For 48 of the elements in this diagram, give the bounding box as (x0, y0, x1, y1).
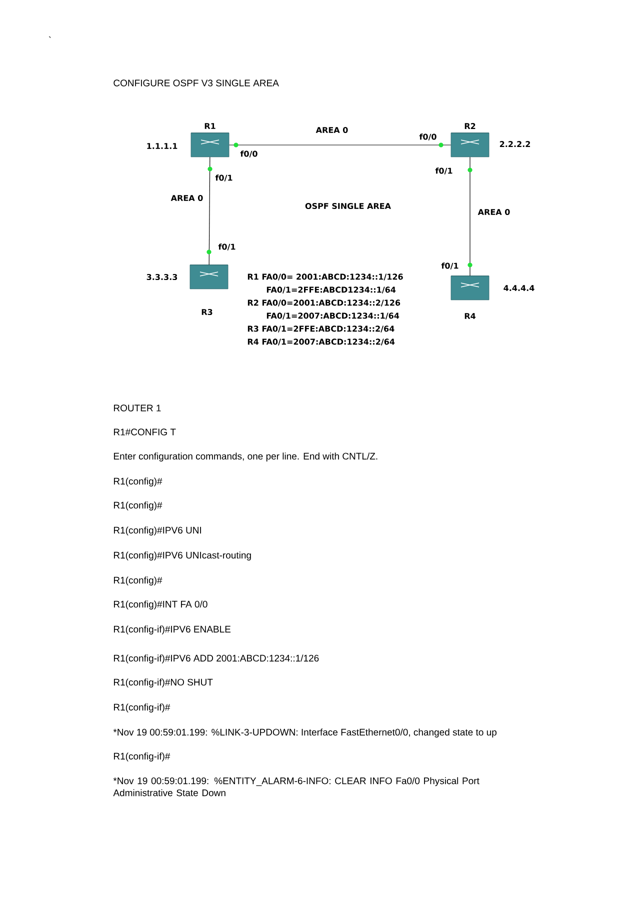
command-line: R1(config)#IPV6 UNI (114, 526, 201, 536)
router-label: R4 (464, 313, 476, 319)
command-line: R1(config-if)#IPV6 ADD 2001:ABCD:1234::1/126 (114, 654, 319, 664)
link-line (208, 156, 210, 265)
router-icon (450, 132, 490, 158)
command-line: R1(config)# (114, 576, 162, 586)
command-line: *Nov 19 00:59:01.199: %ENTITY_ALARM-6-INFO: CLEAR INFO Fa0/0 Physical Port Administrative State Down (113, 777, 480, 796)
edge-label: AREA 0 (316, 126, 348, 134)
command-line: R1(config-if)# (114, 752, 170, 762)
router-label: R3 (202, 308, 212, 316)
address-line: R1 FA0/0= 2001:ABCD:1234::1/126 (248, 274, 403, 280)
address-line: R2 FA0/0=2001:ABCD:1234::2/126 (248, 300, 400, 306)
router-label: 4.4.4.4 (504, 285, 534, 291)
address-line: FA0/1=2FFE:ABCD1234::1/64 (266, 286, 396, 294)
port-label: f0/1 (441, 262, 458, 270)
router-label: 2.2.2.2 (500, 141, 530, 147)
router-icon (190, 132, 230, 158)
link-line (228, 144, 452, 146)
edge-label: AREA 0 (478, 208, 510, 216)
address-line: FA0/1=2007:ABCD:1234::1/64 (266, 312, 400, 320)
diagram-label: OSPF SINGLE AREA (305, 202, 391, 210)
command-line: R1(config-if)#NO SHUT (114, 678, 213, 688)
mark: ` (48, 36, 51, 38)
command-line: ROUTER 1 (114, 404, 161, 412)
address-line: R4 FA0/1=2007:ABCD:1234::2/64 (248, 338, 395, 346)
router-icon (450, 276, 490, 300)
command-line: R1(config-if)#IPV6 ENABLE (114, 626, 231, 634)
router-label: 1.1.1.1 (147, 143, 178, 149)
port-label: f0/1 (215, 174, 232, 182)
port-label: f0/1 (435, 168, 452, 174)
command-line: R1(config)# (114, 502, 162, 510)
command-line: Enter configuration commands, one per line. End with CNTL/Z. (114, 452, 378, 462)
address-line: R3 FA0/1=2FFE:ABCD:1234::2/64 (248, 326, 394, 332)
command-line: R1(config-if)# (114, 704, 170, 712)
router-label: R2 (464, 123, 476, 129)
command-line: R1#CONFIG T (114, 428, 176, 436)
command-line: *Nov 19 00:59:01.199: %LINK-3-UPDOWN: Interface FastEthernet0/0, changed state to up (113, 728, 496, 738)
command-line: R1(config)# (114, 478, 162, 486)
edge-label: AREA 0 (170, 194, 203, 202)
command-line: R1(config)#IPV6 UNIcast-routing (114, 552, 251, 560)
port-label: f0/0 (240, 150, 258, 158)
router-icon (190, 264, 228, 290)
router-label: R1 (204, 123, 216, 129)
router-label: 3.3.3.3 (146, 274, 178, 280)
command-line: R1(config)#INT FA 0/0 (114, 600, 208, 610)
title: CONFIGURE OSPF V3 SINGLE AREA (114, 80, 279, 86)
port-label: f0/1 (218, 244, 236, 250)
port-label: f0/0 (419, 134, 436, 140)
